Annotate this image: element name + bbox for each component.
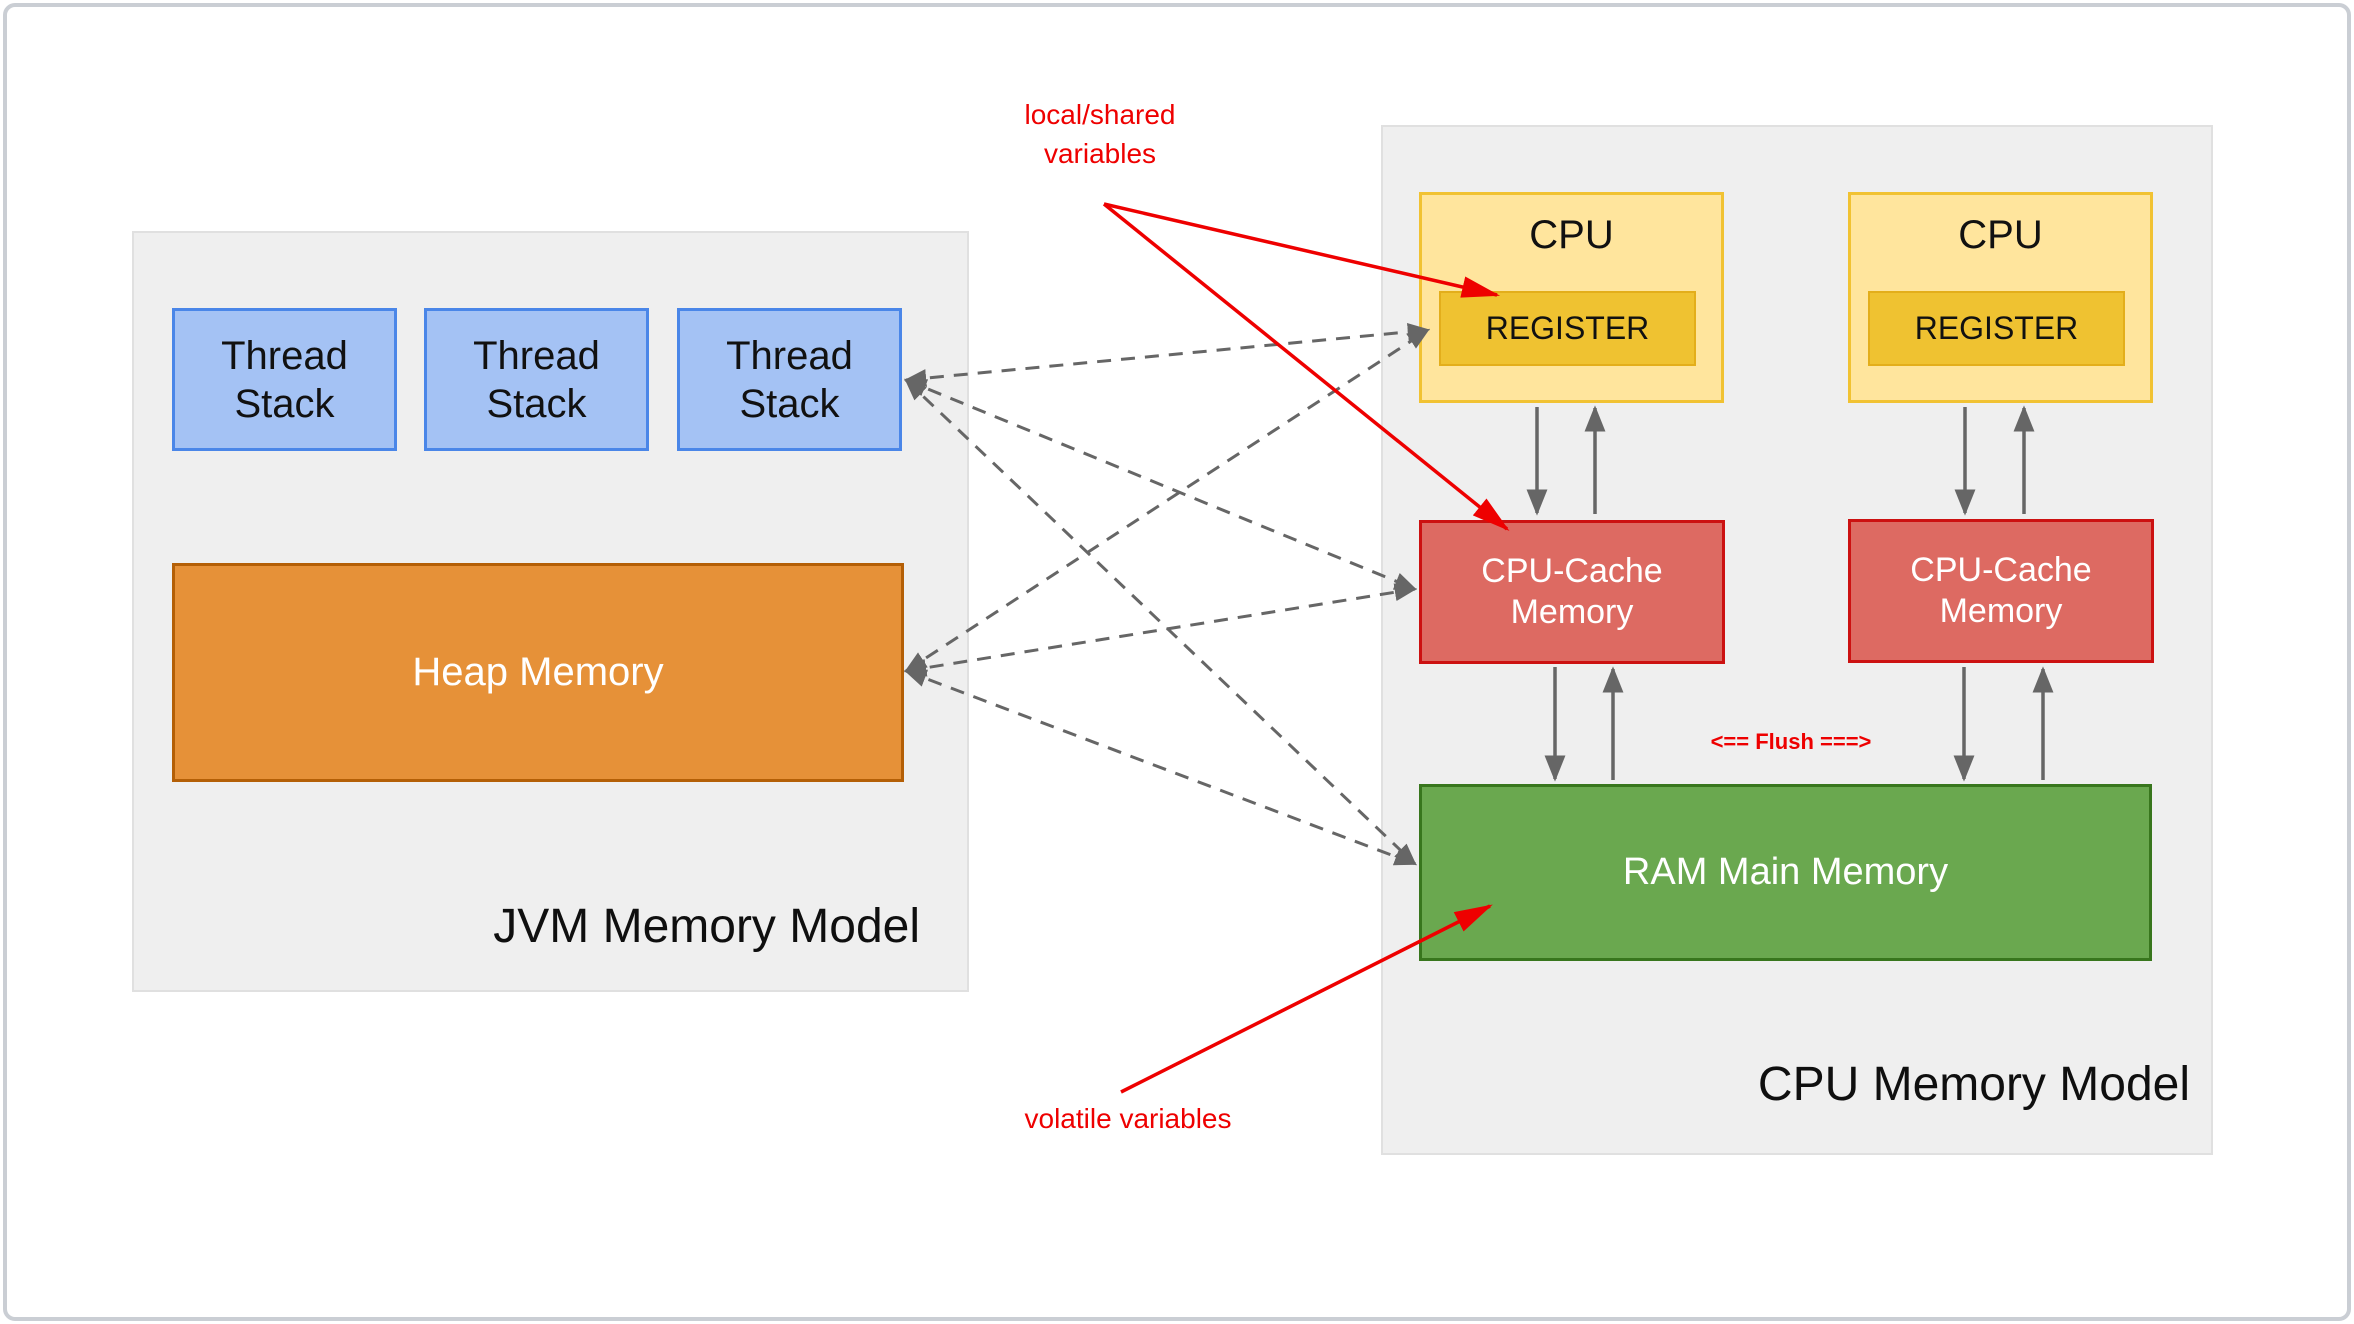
thread-stack-box-2: Thread Stack [424, 308, 649, 451]
local-shared-line1: local/shared [1024, 99, 1176, 130]
ram-label: RAM Main Memory [1622, 851, 1949, 893]
dashed-connector-heap-ram [903, 669, 1418, 866]
thread-stack-label: Thread Stack [726, 333, 853, 426]
register-box-1: REGISTER [1439, 291, 1696, 366]
cpu-label: CPU [1958, 213, 2043, 257]
thread-stack-box-3: Thread Stack [677, 308, 902, 451]
heap-memory-box: Heap Memory [172, 563, 904, 782]
register-box-2: REGISTER [1868, 291, 2125, 366]
cpu-label: CPU [1529, 213, 1614, 257]
cpu-cache-label: CPU-Cache Memory [1481, 552, 1663, 631]
volatile-variables-annotation: volatile variables [1024, 1103, 1232, 1134]
cpu-cache-memory-box-1: CPU-Cache Memory [1419, 520, 1725, 664]
local-shared-variables-annotation: local/shared variables [955, 96, 1245, 173]
dashed-connector-heap-register [904, 328, 1430, 673]
dashed-connector-threadstack-ram [904, 378, 1417, 866]
register-label: REGISTER [1914, 310, 2079, 346]
heap-memory-label: Heap Memory [412, 650, 664, 694]
dashed-connector-threadstack-register [903, 322, 1431, 388]
thread-stack-box-1: Thread Stack [172, 308, 397, 451]
flush-annotation: <== Flush ===> [1710, 729, 1872, 754]
dashed-connector-heap-cache [903, 583, 1418, 677]
thread-stack-label: Thread Stack [221, 333, 348, 426]
local-shared-line2: variables [1043, 137, 1157, 169]
thread-stack-label: Thread Stack [473, 333, 600, 426]
jvm-panel-title: JVM Memory Model [493, 900, 920, 953]
ram-main-memory-box: RAM Main Memory [1419, 784, 2152, 961]
cpu-panel-title: CPU Memory Model [1757, 1058, 2190, 1111]
register-label: REGISTER [1485, 310, 1650, 346]
dashed-connector-threadstack-cache [903, 378, 1418, 591]
cpu-cache-label: CPU-Cache Memory [1910, 551, 2092, 630]
cpu-cache-memory-box-2: CPU-Cache Memory [1848, 519, 2154, 663]
